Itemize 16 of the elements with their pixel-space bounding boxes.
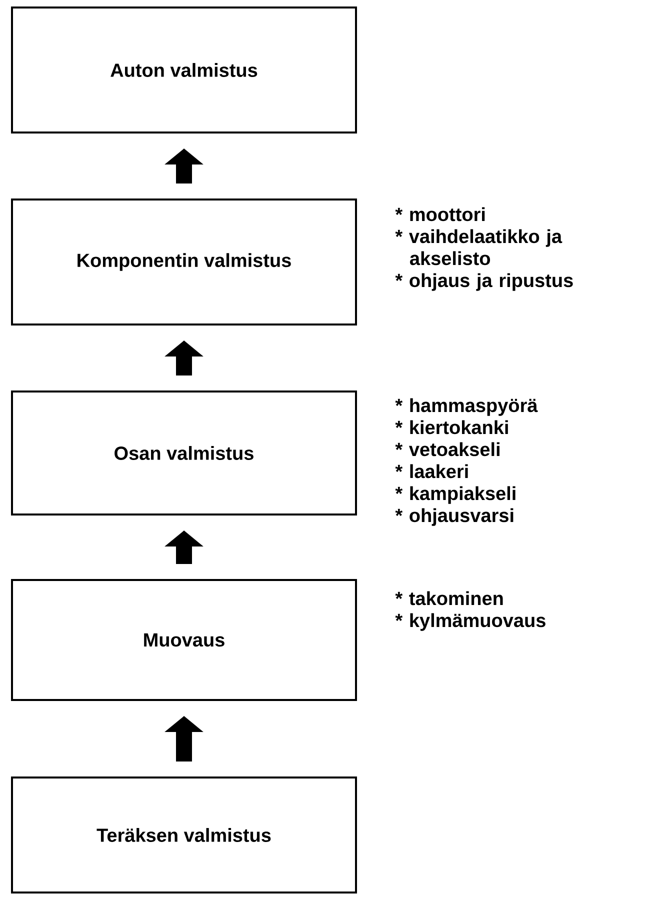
list-item: * ohjaus ja ripustus [395,273,573,291]
process-box: Komponentin valmistus [11,198,357,326]
list-item: * hammaspyörä [395,398,538,416]
list-item: * takominen [395,591,503,606]
list-item: * kiertokanki [395,420,508,434]
list-item: * moottori [395,207,485,222]
list-item: * ohjausvarsi [395,508,514,526]
list-item: * vaihdelaatikko ja akselisto [395,229,562,266]
process-box: Muovaus [11,579,357,701]
list-item: * kampiakseli [395,486,516,504]
list-item: * vetoakseli [395,442,500,456]
list-item: * laakeri [395,464,468,478]
list-item: * kylmämuovaus [395,613,546,631]
process-box: Teräksen valmistus [11,776,357,894]
process-box: Auton valmistus [11,6,357,134]
process-box: Osan valmistus [11,390,357,516]
